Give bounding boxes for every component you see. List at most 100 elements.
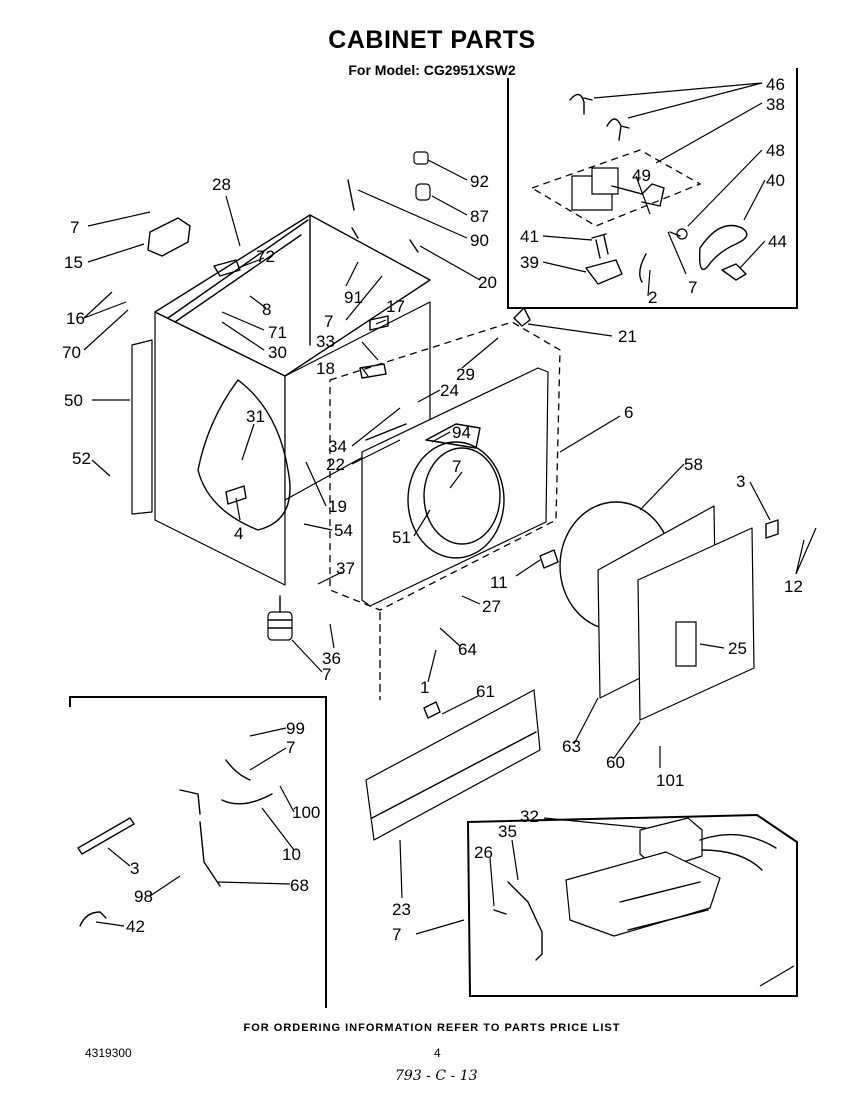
callout-7-toe: 1 xyxy=(420,678,429,697)
callout-50: 24 xyxy=(440,381,459,400)
nut-92-icon xyxy=(413,151,429,165)
document-number: 4319300 xyxy=(85,1046,132,1060)
callout-2: 2 xyxy=(648,288,657,307)
toe-panel-26 xyxy=(365,612,541,841)
wiring-kit-parts xyxy=(77,759,273,927)
callout-18: 50 xyxy=(64,391,83,410)
callout-39: 39 xyxy=(520,253,539,272)
callout-64: 25 xyxy=(728,639,747,658)
callout-3-kit: 98 xyxy=(134,887,153,906)
callout-38: 38 xyxy=(766,95,785,114)
burner-assembly-inset-box xyxy=(466,813,798,997)
part-72-icon xyxy=(213,259,241,277)
callout-6: 31 xyxy=(246,407,265,426)
callout-11: 27 xyxy=(482,597,501,616)
callout-22: 7 xyxy=(452,457,461,476)
callout-99: 7 xyxy=(286,738,295,757)
part-19-icon xyxy=(225,485,247,505)
cabinet-left-side xyxy=(154,311,286,586)
callout-10: 3 xyxy=(130,859,139,878)
callout-100: 10 xyxy=(282,845,301,864)
callout-26: 23 xyxy=(392,900,411,919)
burner-23-icon xyxy=(565,851,721,937)
callout-3-cabinet: 19 xyxy=(328,497,347,516)
callout-101: 99 xyxy=(286,719,305,738)
callout-46: 46 xyxy=(766,75,785,94)
callout-98: 68 xyxy=(290,876,309,895)
callout-31: 34 xyxy=(328,437,347,456)
callout-34: 94 xyxy=(452,423,471,442)
handwritten-note: 793 - C - 13 xyxy=(395,1068,478,1084)
callout-7-kit: 100 xyxy=(292,803,320,822)
callout-41: 41 xyxy=(520,227,539,246)
callout-63: 60 xyxy=(606,753,625,772)
hinge-58-icon xyxy=(765,519,779,539)
callout-54: 51 xyxy=(392,528,411,547)
callout-7-side: 52 xyxy=(72,449,91,468)
callout-42: 32 xyxy=(520,807,539,826)
wire-100-icon xyxy=(179,789,273,815)
callout-7-top: 7 xyxy=(70,218,79,237)
grommet-48-icon xyxy=(676,228,688,240)
clamp-99-icon xyxy=(225,759,251,781)
bushing-87-icon xyxy=(415,183,431,201)
callout-87: 87 xyxy=(470,207,489,226)
model-subtitle: For Model: CG2951XSW2 xyxy=(348,62,516,78)
callout-21: 29 xyxy=(456,365,475,384)
callout-58: 3 xyxy=(736,472,745,491)
screw-35-icon xyxy=(493,909,507,915)
callout-27: 36 xyxy=(322,649,341,668)
callout-16: 70 xyxy=(62,343,81,362)
gas-valve-inset-box xyxy=(507,68,798,309)
screw-90-icon xyxy=(347,179,359,239)
cabinet-top-frame xyxy=(154,214,431,377)
page-number: 4 xyxy=(434,1046,441,1060)
callout-24: 6 xyxy=(624,403,633,422)
callout-8: 8 xyxy=(262,300,271,319)
callout-32: 35 xyxy=(498,822,517,841)
callout-90: 90 xyxy=(470,231,489,250)
callout-15: 15 xyxy=(64,253,83,272)
callout-28: 28 xyxy=(212,175,231,194)
callout-91: 91 xyxy=(344,288,363,307)
leveling-leg-25 xyxy=(267,595,293,641)
part-17-icon xyxy=(369,315,389,331)
callout-7-mid: 7 xyxy=(324,312,333,331)
bracket-15-icon xyxy=(147,217,191,257)
callout-37: 11 xyxy=(490,573,508,592)
screw-41-icon xyxy=(591,233,609,259)
igniter-32-icon xyxy=(507,881,543,961)
callout-68: 42 xyxy=(126,917,145,936)
callout-94: 22 xyxy=(326,455,345,474)
wiring-kit-inset-box xyxy=(69,696,327,1008)
door-assembly xyxy=(539,501,779,721)
burner-assembly-parts xyxy=(493,817,777,961)
callout-7-valve: 7 xyxy=(688,278,697,297)
callout-labels: 46 38 48 49 40 41 44 39 7 2 92 87 90 20 … xyxy=(62,75,803,944)
callout-1: 61 xyxy=(476,682,495,701)
part-68-icon xyxy=(79,911,107,927)
clip-1-icon xyxy=(423,701,441,719)
callout-61: 63 xyxy=(562,737,581,756)
callout-40: 40 xyxy=(766,171,785,190)
ordering-info-footer: FOR ORDERING INFORMATION REFER TO PARTS … xyxy=(243,1022,621,1034)
harness-98-icon xyxy=(199,821,221,887)
callout-44: 44 xyxy=(768,232,787,251)
callout-12: 37 xyxy=(336,559,355,578)
callout-71: 30 xyxy=(268,343,287,362)
side-panel-18 xyxy=(131,339,153,515)
callout-48: 48 xyxy=(766,141,785,160)
callout-92: 92 xyxy=(470,172,489,191)
callout-36: 64 xyxy=(458,640,477,659)
callout-33: 21 xyxy=(618,327,637,346)
cabinet-body xyxy=(131,151,531,586)
callout-51: 12 xyxy=(784,577,803,596)
callout-4: 54 xyxy=(334,521,353,540)
clip-46-icon xyxy=(569,93,593,115)
callout-19: 4 xyxy=(234,524,243,543)
callout-72: 72 xyxy=(256,247,275,266)
gas-valve-assembly xyxy=(530,93,748,285)
tie-strap-10-icon xyxy=(77,817,135,855)
screw-20-icon xyxy=(409,239,419,253)
